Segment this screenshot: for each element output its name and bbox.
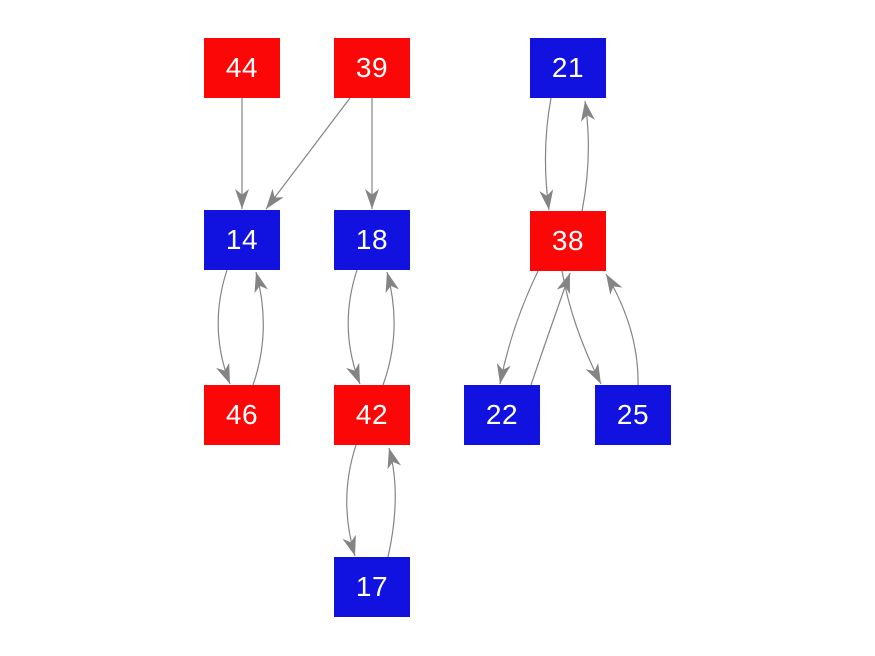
graph-node-38[interactable]: 38 — [530, 211, 606, 271]
graph-node-22[interactable]: 22 — [464, 385, 540, 445]
node-label: 18 — [355, 224, 389, 255]
graph-node-44[interactable]: 44 — [204, 38, 280, 98]
node-label: 25 — [616, 399, 650, 430]
graph-edge-38-to-21 — [581, 100, 595, 212]
graph-edge-42-to-18 — [382, 271, 400, 386]
graph-node-25[interactable]: 25 — [595, 385, 671, 445]
node-label: 21 — [551, 52, 585, 83]
node-label: 42 — [355, 399, 389, 430]
node-label: 46 — [225, 399, 259, 430]
node-label: 39 — [355, 52, 389, 83]
graph-node-14[interactable]: 14 — [204, 210, 280, 270]
graph-edge-22-to-38 — [530, 272, 571, 386]
graph-edge-42-to-17 — [342, 444, 357, 557]
graph-edge-39-to-14 — [265, 97, 351, 210]
graph-node-42[interactable]: 42 — [334, 385, 410, 445]
graph-edge-38-to-25 — [561, 270, 602, 385]
node-label: 44 — [225, 52, 259, 83]
node-label: 14 — [225, 224, 259, 255]
node-label: 22 — [485, 399, 519, 430]
graph-node-17[interactable]: 17 — [334, 557, 410, 617]
node-label: 38 — [551, 225, 585, 256]
node-label: 17 — [355, 571, 389, 602]
graph-edge-38-to-22 — [496, 270, 539, 385]
graph-edge-21-to-38 — [539, 97, 554, 211]
graph-edge-17-to-42 — [387, 447, 402, 558]
graph-edge-14-to-46 — [216, 269, 231, 385]
graph-node-46[interactable]: 46 — [204, 385, 280, 445]
graph-edge-25-to-38 — [605, 273, 639, 386]
graph-edge-46-to-14 — [252, 271, 269, 386]
graph-edge-18-to-42 — [346, 269, 361, 385]
graph-node-18[interactable]: 18 — [334, 210, 410, 270]
graph-node-39[interactable]: 39 — [334, 38, 410, 98]
graph-node-21[interactable]: 21 — [530, 38, 606, 98]
